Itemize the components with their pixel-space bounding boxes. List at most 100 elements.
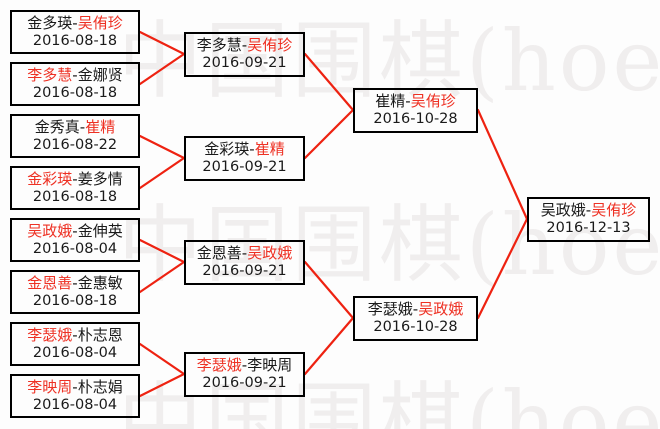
player-left: 李瑟娥 bbox=[196, 356, 242, 375]
connector-line bbox=[138, 372, 186, 398]
player-left: 李多慧 bbox=[196, 36, 242, 55]
match-players: 金恩善-吴政娥 bbox=[197, 245, 292, 262]
player-left: 金恩善 bbox=[27, 273, 73, 292]
match-date: 2016-08-18 bbox=[32, 292, 118, 309]
player-left: 金恩善 bbox=[196, 244, 242, 263]
connector-line bbox=[476, 108, 529, 221]
match-players: 金秀真-崔精 bbox=[35, 119, 115, 136]
match-date: 2016-12-13 bbox=[546, 220, 631, 237]
player-separator: - bbox=[72, 377, 78, 396]
match-date: 2016-08-04 bbox=[32, 344, 118, 361]
match-date: 2016-10-28 bbox=[373, 111, 458, 128]
match-date: 2016-09-21 bbox=[202, 55, 287, 72]
player-separator: - bbox=[79, 117, 86, 136]
player-separator: - bbox=[72, 13, 78, 32]
match-date: 2016-09-21 bbox=[202, 263, 287, 280]
player-left: 吴政娥 bbox=[540, 201, 586, 220]
player-left: 金彩瑛 bbox=[204, 140, 250, 159]
player-right: 吴政娥 bbox=[247, 244, 293, 263]
connector-line bbox=[138, 238, 186, 264]
connector-line bbox=[138, 134, 186, 160]
connector-line bbox=[476, 217, 529, 320]
player-left: 李瑟娥 bbox=[367, 300, 413, 319]
player-left: 金多瑛 bbox=[27, 13, 73, 32]
player-left: 吴政娥 bbox=[27, 221, 73, 240]
player-separator: - bbox=[72, 221, 78, 240]
connector-line bbox=[138, 156, 186, 190]
match-players: 金彩瑛-崔精 bbox=[204, 141, 284, 158]
player-separator: - bbox=[585, 201, 592, 220]
player-separator: - bbox=[72, 65, 78, 84]
match-players: 金多瑛-吴侑珍 bbox=[27, 15, 122, 32]
match-players: 李瑟娥-朴志恩 bbox=[27, 327, 122, 344]
player-right: 金伸英 bbox=[77, 221, 123, 240]
match-players: 崔精-吴侑珍 bbox=[375, 93, 455, 110]
match-date: 2016-08-04 bbox=[32, 240, 118, 257]
player-separator: - bbox=[241, 36, 248, 55]
player-right: 金娜贤 bbox=[77, 65, 123, 84]
match-players: 吴政娥-吴侑珍 bbox=[541, 202, 636, 219]
match-players: 李瑟娥-李映周 bbox=[197, 357, 292, 374]
player-separator: - bbox=[249, 140, 255, 159]
player-right: 吴侑珍 bbox=[247, 36, 293, 55]
player-right: 吴侑珍 bbox=[410, 92, 456, 111]
match-players: 李多慧-金娜贤 bbox=[27, 67, 122, 84]
match-date: 2016-10-28 bbox=[373, 319, 458, 336]
match-date: 2016-09-21 bbox=[202, 159, 287, 176]
connector-line bbox=[138, 342, 186, 376]
player-separator: - bbox=[72, 325, 78, 344]
player-left: 金彩瑛 bbox=[27, 169, 73, 188]
match-date: 2016-08-22 bbox=[32, 136, 118, 153]
player-right: 崔精 bbox=[254, 140, 285, 159]
player-separator: - bbox=[405, 92, 411, 111]
match-players: 金恩善-金惠敏 bbox=[27, 275, 122, 292]
match-date: 2016-09-21 bbox=[202, 375, 287, 392]
connector-line bbox=[138, 30, 186, 56]
connector-line bbox=[303, 316, 355, 376]
player-right: 朴志娟 bbox=[77, 377, 123, 396]
player-separator: - bbox=[241, 244, 248, 263]
player-left: 李映周 bbox=[27, 377, 73, 396]
match-date: 2016-08-04 bbox=[32, 396, 118, 413]
connector-line bbox=[303, 52, 355, 112]
player-separator: - bbox=[72, 273, 78, 292]
match-date: 2016-08-18 bbox=[32, 84, 118, 101]
player-left: 李瑟娥 bbox=[27, 325, 73, 344]
player-right: 李映周 bbox=[247, 356, 293, 375]
player-right: 姜多情 bbox=[77, 169, 123, 188]
match-players: 李映周-朴志娟 bbox=[27, 379, 122, 396]
match-date: 2016-08-18 bbox=[32, 32, 118, 49]
player-left: 李多慧 bbox=[27, 65, 73, 84]
connector-line bbox=[138, 52, 186, 86]
player-left: 金秀真 bbox=[34, 117, 80, 136]
match-date: 2016-08-18 bbox=[32, 188, 118, 205]
match-players: 吴政娥-金伸英 bbox=[27, 223, 122, 240]
player-right: 朴志恩 bbox=[77, 325, 123, 344]
player-right: 吴侑珍 bbox=[77, 13, 123, 32]
player-separator: - bbox=[241, 356, 248, 375]
match-players: 李瑟娥-吴政娥 bbox=[368, 301, 463, 318]
connector-line bbox=[303, 260, 355, 320]
player-right: 吴政娥 bbox=[418, 300, 464, 319]
match-players: 李多慧-吴侑珍 bbox=[197, 37, 292, 54]
connector-line bbox=[138, 260, 186, 294]
match-players: 金彩瑛-姜多情 bbox=[27, 171, 122, 188]
player-separator: - bbox=[72, 169, 78, 188]
player-left: 崔精 bbox=[375, 92, 406, 111]
